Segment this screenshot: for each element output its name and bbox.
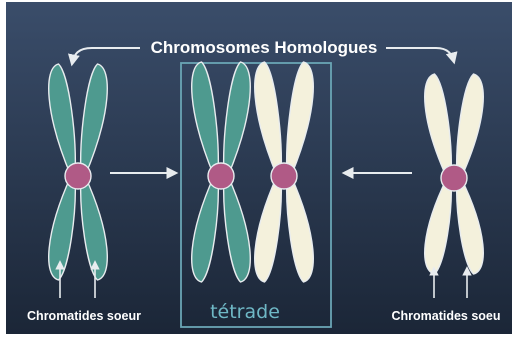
tetrade-label: tétrade — [210, 301, 280, 323]
tetrade-teal-chromosome-centromere — [208, 163, 234, 189]
left-chromosome-centromere — [65, 163, 91, 189]
left-chromatids-label: Chromatides soeur — [27, 309, 141, 323]
title-label: Chromosomes Homologues — [151, 38, 378, 57]
right-chromatids-label: Chromatides soeu — [391, 309, 500, 323]
tetrade-cream-chromosome-centromere — [271, 163, 297, 189]
right-chromosome-centromere — [441, 165, 467, 191]
